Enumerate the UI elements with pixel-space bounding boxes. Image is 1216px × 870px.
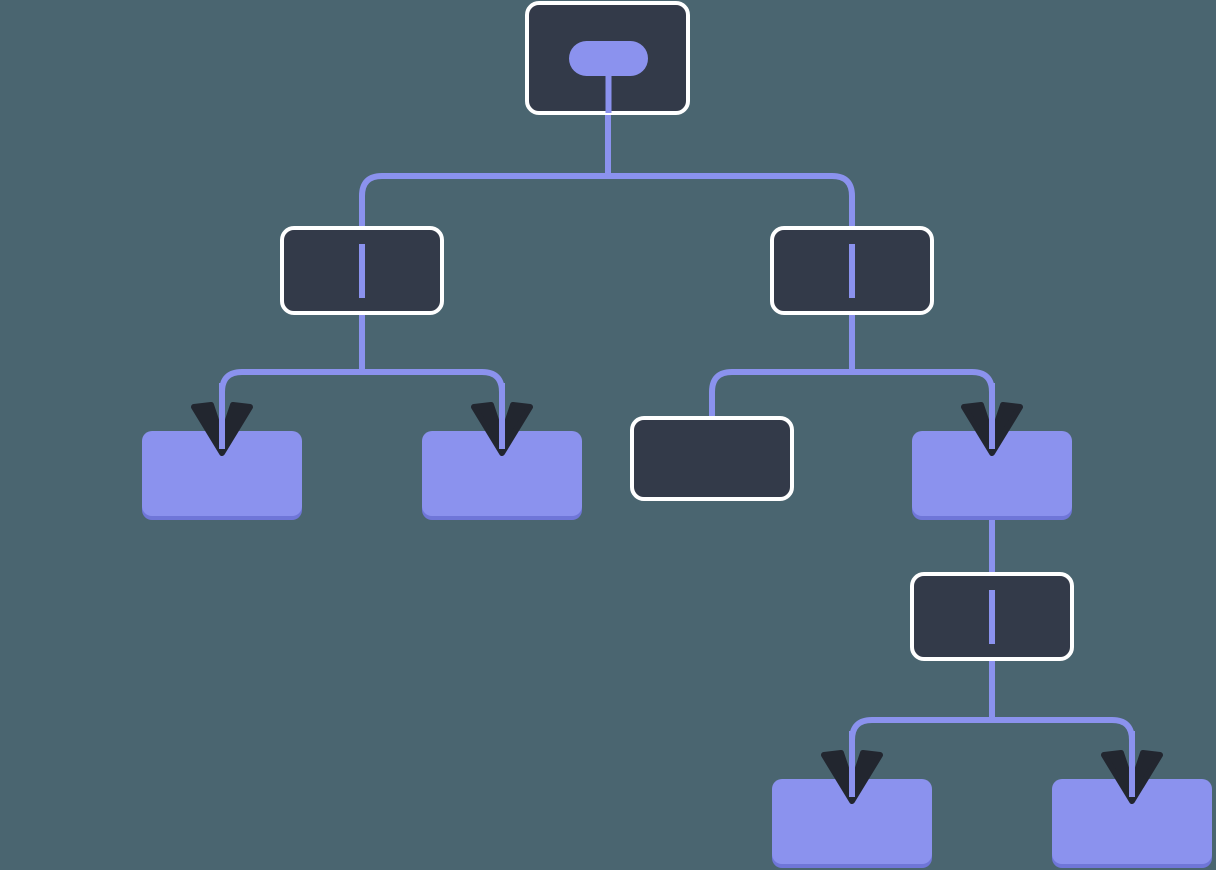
level4-node-dark[interactable]	[910, 572, 1074, 661]
edge-root-to-level2-right	[608, 173, 855, 313]
leaf-node-left-b[interactable]	[422, 431, 582, 520]
edge-root-to-level2-left	[359, 173, 608, 313]
level2-node-right[interactable]	[770, 226, 934, 315]
leaf-node-bottom-b-body[interactable]	[1052, 779, 1212, 864]
leaf-node-bottom-a-body[interactable]	[772, 779, 932, 864]
leaf-node-left-b-arrowhead-icon	[471, 402, 533, 456]
leaf-node-bottom-a[interactable]	[772, 779, 932, 868]
level2-node-left-line-marker	[359, 244, 365, 298]
root-node-pill-marker	[569, 41, 648, 76]
level2-node-right-line-marker	[849, 244, 855, 298]
leaf-node-bottom-b-arrowhead-icon	[1101, 750, 1163, 804]
level3-node-right-dark-body[interactable]	[630, 416, 794, 501]
leaf-node-left-a-arrowhead-icon	[191, 402, 253, 456]
leaf-node-bottom-a-arrowhead-icon	[821, 750, 883, 804]
edge-level2-right-to-dark	[709, 369, 852, 418]
leaf-node-left-a[interactable]	[142, 431, 302, 520]
level3-node-right-accent[interactable]	[912, 431, 1072, 520]
node-layer	[142, 1, 1212, 868]
leaf-node-left-a-body[interactable]	[142, 431, 302, 516]
root-node[interactable]	[525, 1, 690, 115]
leaf-node-bottom-b[interactable]	[1052, 779, 1212, 868]
level4-node-dark-line-marker	[989, 590, 995, 644]
leaf-node-left-b-body[interactable]	[422, 431, 582, 516]
level3-node-right-accent-body[interactable]	[912, 431, 1072, 516]
level3-node-right-accent-arrowhead-icon	[961, 402, 1023, 456]
arrowhead-layer	[191, 383, 1163, 804]
level3-node-right-dark[interactable]	[630, 416, 794, 501]
level2-node-left[interactable]	[280, 226, 444, 315]
